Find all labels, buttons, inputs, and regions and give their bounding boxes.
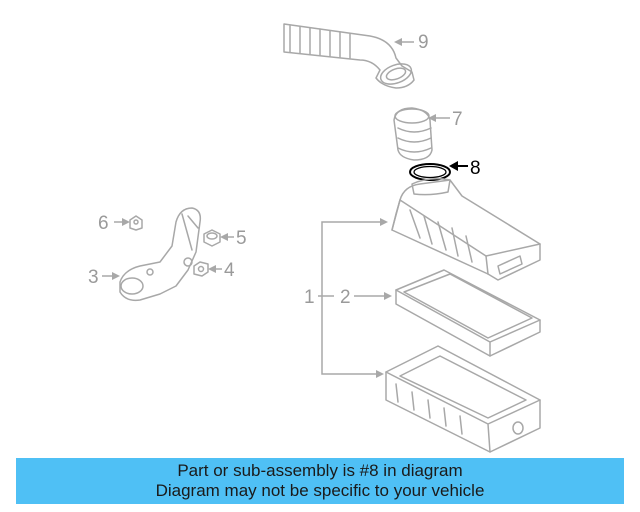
banner-line-1: Part or sub-assembly is #8 in diagram <box>177 461 463 480</box>
part-3-resonator[interactable] <box>119 207 202 302</box>
callout-1: 1 <box>304 287 315 308</box>
callout-2: 2 <box>340 287 351 308</box>
callout-5: 5 <box>236 228 247 249</box>
callout-8: 8 <box>470 158 481 179</box>
info-banner: Part or sub-assembly is #8 in diagram Di… <box>16 458 624 504</box>
callout-3: 3 <box>88 267 99 288</box>
part-4-nut[interactable] <box>193 261 209 277</box>
callout-9: 9 <box>418 32 429 53</box>
part-1-air-cleaner-lower[interactable] <box>385 345 541 453</box>
part-6-clip[interactable] <box>129 215 143 231</box>
part-9-intake-duct[interactable] <box>283 23 415 89</box>
parts-diagram: 9 7 8 2 <box>88 23 541 453</box>
banner-line-2: Diagram may not be specific to your vehi… <box>155 481 485 500</box>
part-2-filter-element[interactable] <box>395 269 541 357</box>
part-1-air-cleaner-upper[interactable] <box>391 177 541 281</box>
callout-7: 7 <box>452 109 463 130</box>
part-7-coupler[interactable] <box>393 107 433 161</box>
part-5-grommet[interactable] <box>203 229 221 247</box>
part-8-seal-ring[interactable] <box>409 163 451 181</box>
callout-6: 6 <box>98 213 109 234</box>
callout-4: 4 <box>224 260 235 281</box>
